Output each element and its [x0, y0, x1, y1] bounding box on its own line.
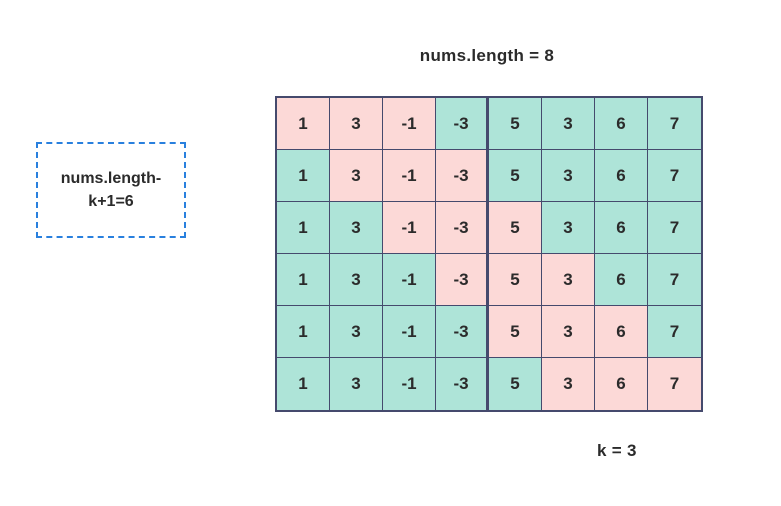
grid-cell: -1	[383, 306, 436, 358]
grid-cell: 3	[542, 306, 595, 358]
grid-cell: -3	[436, 98, 489, 150]
grid-cell: -3	[436, 306, 489, 358]
grid-cell: 7	[648, 358, 701, 410]
grid-cell: 3	[542, 202, 595, 254]
grid-cell: -1	[383, 358, 436, 410]
grid-cell: 3	[330, 254, 383, 306]
grid-cell: 7	[648, 254, 701, 306]
grid-cell: 3	[330, 202, 383, 254]
grid-cell: 6	[595, 150, 648, 202]
grid-cell: 3	[542, 358, 595, 410]
grid-cell: 1	[277, 254, 330, 306]
grid-cell: -1	[383, 150, 436, 202]
grid-cell: 6	[595, 98, 648, 150]
annotation-line-1: nums.length-	[60, 170, 162, 187]
grid-cell: 3	[330, 98, 383, 150]
grid-cell: 7	[648, 202, 701, 254]
annotation-line-2: k+1=6	[88, 193, 134, 210]
grid-cell: 5	[489, 150, 542, 202]
nums-length-title: nums.length = 8	[419, 46, 555, 65]
grid-cell: 5	[489, 254, 542, 306]
grid-cell: 3	[330, 150, 383, 202]
grid-cell: 6	[595, 254, 648, 306]
grid-cell: 1	[277, 98, 330, 150]
grid-cell: 3	[330, 306, 383, 358]
grid-cell: 1	[277, 202, 330, 254]
grid-cell: 1	[277, 358, 330, 410]
grid-cell: 5	[489, 358, 542, 410]
grid-cell: 5	[489, 306, 542, 358]
grid-cell: 3	[330, 358, 383, 410]
grid-cell: 6	[595, 202, 648, 254]
grid-cell: 5	[489, 98, 542, 150]
grid-cell: 5	[489, 202, 542, 254]
grid-cell: -1	[383, 254, 436, 306]
grid-cell: -3	[436, 150, 489, 202]
grid-cell: 6	[595, 306, 648, 358]
window-count-annotation-box: nums.length- k+1=6	[36, 142, 186, 238]
k-value-label: k = 3	[597, 441, 637, 460]
grid-cell: 3	[542, 254, 595, 306]
grid-cell: -1	[383, 202, 436, 254]
grid-cell: -3	[436, 202, 489, 254]
grid-cell: 6	[595, 358, 648, 410]
grid-cell: 1	[277, 306, 330, 358]
grid-cell: -1	[383, 98, 436, 150]
grid-cell: 3	[542, 150, 595, 202]
grid-cell: 7	[648, 150, 701, 202]
grid-cell: 1	[277, 150, 330, 202]
grid-cell: 7	[648, 306, 701, 358]
grid-cell: -3	[436, 254, 489, 306]
grid-cell: 3	[542, 98, 595, 150]
grid-cell: 7	[648, 98, 701, 150]
grid-cell: -3	[436, 358, 489, 410]
